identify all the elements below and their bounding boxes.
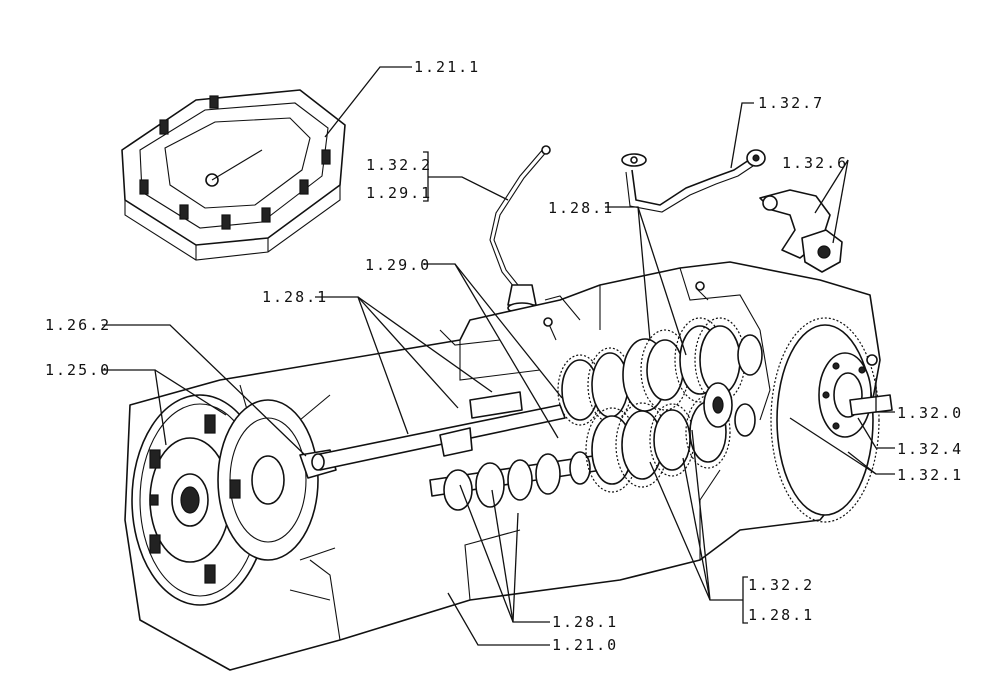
main-shaft-drawing bbox=[311, 391, 603, 511]
callout-1-26-2: 1.26.2 bbox=[45, 316, 111, 334]
shift-fork-drawing bbox=[759, 189, 843, 273]
rear-flange-drawing bbox=[770, 317, 893, 523]
callout-1-32-4: 1.32.4 bbox=[897, 440, 963, 458]
callout-1-28-1-lower: 1.28.1 bbox=[552, 613, 618, 631]
sump-pan-drawing bbox=[121, 89, 346, 261]
callout-1-29-1: 1.29.1 bbox=[366, 184, 432, 202]
callout-1-32-7: 1.32.7 bbox=[758, 94, 824, 112]
callout-1-28-1-upper: 1.28.1 bbox=[548, 199, 614, 217]
callout-1-21-1: 1.21.1 bbox=[414, 58, 480, 76]
shift-lever-drawing bbox=[621, 149, 766, 213]
dipstick-tube-drawing bbox=[489, 145, 551, 314]
callout-1-29-0: 1.29.0 bbox=[365, 256, 431, 274]
callout-1-32-2-lower: 1.32.2 bbox=[748, 576, 814, 594]
callout-1-32-0: 1.32.0 bbox=[897, 404, 963, 422]
leader-lines bbox=[102, 66, 895, 646]
callout-1-32-1: 1.32.1 bbox=[897, 466, 963, 484]
gear-cluster-drawing bbox=[557, 317, 763, 493]
callout-1-21-0: 1.21.0 bbox=[552, 636, 618, 654]
clutch-assembly-drawing bbox=[131, 394, 337, 606]
callout-1-28-1-left: 1.28.1 bbox=[262, 288, 328, 306]
callout-1-32-2-upper: 1.32.2 bbox=[366, 156, 432, 174]
callout-1-28-1-lower-right: 1.28.1 bbox=[748, 606, 814, 624]
callout-1-32-6: 1.32.6 bbox=[782, 154, 848, 172]
callout-1-25-0: 1.25.0 bbox=[45, 361, 111, 379]
